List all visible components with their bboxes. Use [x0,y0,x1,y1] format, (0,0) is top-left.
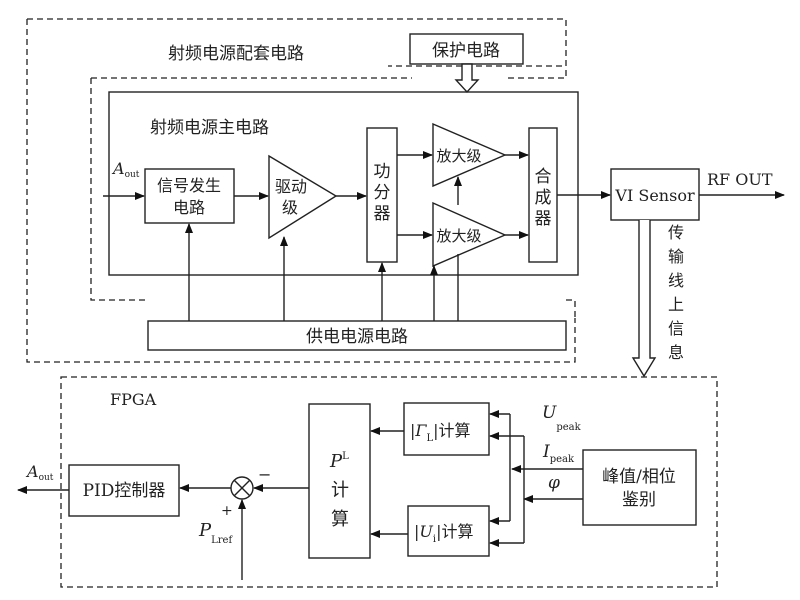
peak-phase-label-1: 峰值/相位 [602,467,676,487]
combiner-label-1: 合 [535,167,552,187]
combiner-label-3: 器 [535,209,552,229]
driver-amplifier [268,154,338,240]
splitter-label-2: 分 [374,183,391,203]
pl-calc-label-2: 算 [331,509,349,530]
sum-cross-2 [233,479,251,497]
amplifier-top [432,122,507,188]
protection-circuit-label: 保护电路 [432,41,500,61]
driver-label-1: 驱动 [275,177,307,196]
inner-dashed-region [90,66,576,318]
supporting-circuit-label: 射频电源配套电路 [168,44,304,64]
signal-generator-label-2: 电路 [173,198,205,217]
protection-circuit-block [409,33,524,65]
pl-calc-label-1: 计 [331,480,349,501]
protection-hollow-arrow [454,63,480,94]
amplifier-bottom [432,201,507,268]
power-supply-label: 供电电源电路 [306,327,408,347]
rf-out-label: RF OUT [707,170,773,189]
power-splitter-block [366,127,398,263]
aout-output-label: Aout [25,462,54,483]
signal-generator-label-1: 信号发生 [157,176,221,195]
ui-calc-block [407,505,490,557]
tx-line-info-2: 输 [668,247,684,266]
main-circuit-label: 射频电源主电路 [150,118,269,138]
i-peak-label: Ipeak [542,442,575,465]
combiner-block [528,127,558,263]
tx-line-info-6: 息 [668,343,684,362]
power-supply-block [147,320,567,351]
ui-calc-label: |Ui|计算 [414,522,473,545]
amp-bottom-label: 放大级 [436,227,481,245]
amp-top-label: 放大级 [436,147,481,165]
pl-symbol: PL [329,451,349,472]
peak-phase-label-2: 鉴别 [622,490,656,510]
peak-phase-detector-block [582,449,697,526]
gamma-calc-label: |ΓL|计算 [410,421,471,444]
splitter-label-3: 器 [374,204,391,224]
tx-line-info-5: 信 [668,319,684,338]
minus-sign: − [258,465,271,484]
u-peak-label: Upeak [542,403,582,433]
aout-input-label: Aout [111,159,140,180]
supporting-circuit-region [26,18,576,363]
plref-label: PLref [198,520,233,546]
combiner-label-2: 成 [535,188,552,208]
tx-line-info-3: 线 [668,271,684,290]
pl-calc-block [308,403,371,559]
splitter-label-1: 功 [374,162,391,182]
tx-line-info-hollow-arrow [631,220,657,378]
driver-label-2: 级 [282,198,298,217]
pid-controller-label: PID控制器 [83,481,166,501]
tx-line-info-1: 传 [668,223,684,242]
main-circuit-region [108,91,579,276]
plus-sign: + [221,503,233,519]
phi-label: φ [548,473,560,493]
tx-line-info-4: 上 [668,295,684,314]
vi-sensor-label: VI Sensor [614,186,695,205]
gamma-calc-block [403,402,490,456]
fpga-label: FPGA [110,390,157,409]
fpga-region [60,376,718,588]
pid-controller-block [68,464,180,517]
